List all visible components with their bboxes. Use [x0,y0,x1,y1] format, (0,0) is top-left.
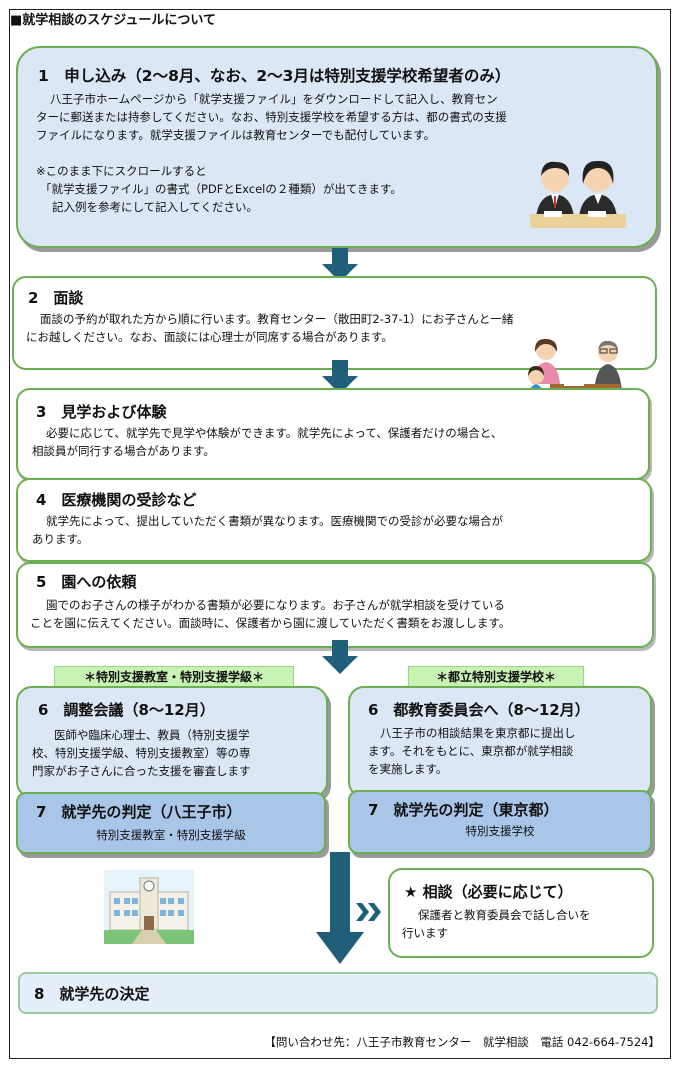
step5-line2: ことを園に伝えてください。面談時に、保護者から園に渡していただく書類をお渡ししま… [30,616,511,630]
down-arrow-icon [322,360,358,394]
people-at-desk-icon [530,160,626,228]
step2-title: 2 面談 [28,289,84,307]
step7-right-sub: 特別支援学校 [465,824,535,838]
step2-line2: にお越しください。なお、面談には心理士が同席する場合があります。 [26,330,393,344]
step6-right-line1: 八王子市の相談結果を東京都に提出し [380,726,576,740]
step7-right-title: 7 就学先の判定（東京都） [368,801,559,819]
step6-left-line1: 医師や臨床心理士、教員（特別支援学 [54,728,250,742]
step1-title: 1 申し込み（2～8月、なお、2～3月は特別支援学校希望者のみ） [38,67,511,85]
step1-note1: ※このまま下にスクロールすると [36,164,207,178]
step2-line1: 面談の予約が取れた方から順に行います。教育センター（散田町2-37-1）にお子さ… [40,312,514,326]
step4-box: 4 医療機関の受診など 就学先によって、提出していただく書類が異なります。医療機… [16,478,652,562]
step7-left-title: 7 就学先の判定（八王子市） [36,803,242,821]
consult-title: ★ 相談（必要に応じて） [404,883,573,901]
step1-line1: 八王子市ホームページから「就学支援ファイル」をダウンロードして記入し、教育セン [50,92,498,106]
step6-right-box: 6 都教育委員会へ（8～12月） 八王子市の相談結果を東京都に提出し ます。それ… [348,686,652,798]
step7-left-box: 7 就学先の判定（八王子市） 特別支援教室・特別支援学級 [16,792,326,854]
step5-box: 5 園への依頼 園でのお子さんの様子がわかる書類が必要になります。お子さんが就学… [16,562,654,648]
step1-note3: 記入例を参考にして記入してください。 [52,200,258,214]
consult-box: ★ 相談（必要に応じて） 保護者と教育委員会で話し合いを 行います [388,868,654,958]
consult-line1: 保護者と教育委員会で話し合いを [418,908,591,922]
step5-line1: 園でのお子さんの様子がわかる書類が必要になります。お子さんが就学相談を受けている [46,598,505,612]
step3-title: 3 見学および体験 [36,403,167,421]
step8-title: 8 就学先の決定 [34,985,150,1003]
step6-left-box: 6 調整会議（8～12月） 医師や臨床心理士、教員（特別支援学 校、特別支援学級… [16,686,328,798]
step6-left-line2: 校、特別支援学級、特別支援教室）等の専 [32,746,251,760]
step6-left-title: 6 調整会議（8～12月） [38,701,215,719]
step3-line2: 相談員が同行する場合があります。 [32,444,215,458]
school-building-icon [104,870,194,944]
step3-line1: 必要に応じて、就学先で見学や体験ができます。就学先によって、保護者だけの場合と、 [46,426,503,440]
step6-right-line3: を実施します。 [368,762,448,776]
step6-left-line3: 門家がお子さんに合った支援を審査します [32,764,251,778]
step4-title: 4 医療機関の受診など [36,491,197,509]
tag-special-class: ＊特別支援教室・特別支援学級＊ [54,666,294,688]
step8-box: 8 就学先の決定 [18,972,658,1014]
step1-line2: ターに郵送または持参してください。なお、特別支援学校を希望する方は、都の書式の支… [36,110,507,124]
down-arrow-icon [322,640,358,674]
step7-right-box: 7 就学先の判定（東京都） 特別支援学校 [348,790,652,854]
page-frame [9,9,671,1059]
double-chevron-right-icon [356,903,381,921]
step1-line3: ファイルになります。就学支援ファイルは教育センターでも配付しています。 [36,128,436,142]
step4-line2: あります。 [32,532,89,546]
step6-right-line2: ます。それをもとに、東京都が就学相談 [368,744,574,758]
step7-left-sub: 特別支援教室・特別支援学級 [96,828,246,842]
step1-box: 1 申し込み（2～8月、なお、2～3月は特別支援学校希望者のみ） 八王子市ホーム… [16,46,658,248]
page-title: ■就学相談のスケジュールについて [10,13,216,28]
step6-right-title: 6 都教育委員会へ（8～12月） [368,701,590,719]
step1-note2: 「就学支援ファイル」の書式（PDFとExcelの２種類）が出てきます。 [40,182,402,196]
contact-footer: 【問い合わせ先：八王子市教育センター 就学相談 電話 042-664-7524】 [264,1035,660,1049]
consult-line2: 行います [402,926,448,940]
down-arrow-icon [322,248,358,282]
step3-box: 3 見学および体験 必要に応じて、就学先で見学や体験ができます。就学先によって、… [16,388,650,480]
tag-metro-school: ＊都立特別支援学校＊ [408,666,584,688]
down-arrow-icon [316,852,364,964]
step4-line1: 就学先によって、提出していただく書類が異なります。医療機関での受診が必要な場合が [46,514,504,528]
step5-title: 5 園への依頼 [36,573,137,591]
